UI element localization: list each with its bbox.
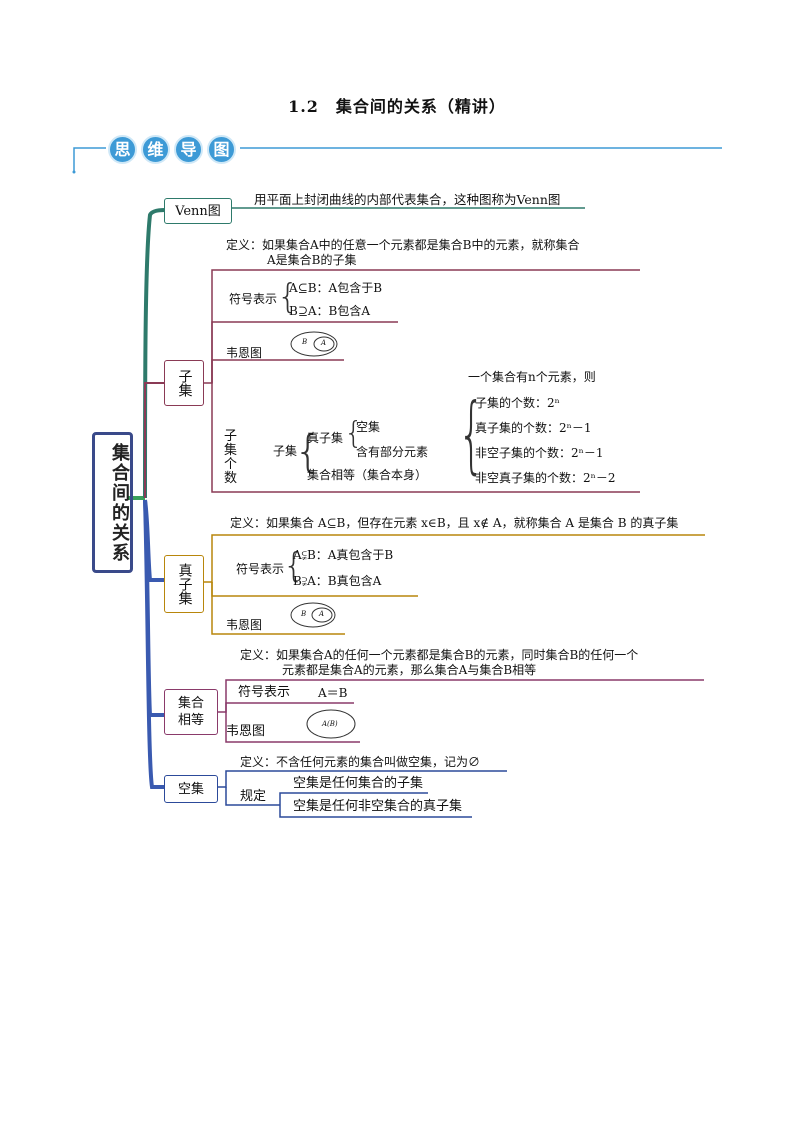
equal-definition-1: 定义：如果集合A的任何一个元素都是集合B的元素，同时集合B的任何一个 (240, 648, 639, 662)
equal-venn-diagram (306, 709, 356, 739)
brace: { (277, 277, 299, 317)
equal-symbol-label: 符号表示 (238, 685, 291, 700)
proper-definition: 定义：如果集合 A⊆B，但存在元素 x∈B，且 x∉ A，就称集合 A 是集合 … (230, 516, 679, 530)
empty-definition: 定义：不含任何元素的集合叫做空集，记为∅ (240, 755, 481, 769)
proper-venn-diagram (290, 602, 336, 628)
brace: { (294, 426, 322, 477)
count-header: 一个集合有n个元素，则 (468, 370, 596, 384)
proper-symbol-label: 符号表示 (236, 562, 285, 576)
proper-item-2: 含有部分元素 (356, 445, 429, 459)
equal-node: 集合相等 (164, 689, 218, 735)
empty-rule-1: 空集是任何集合的子集 (293, 776, 424, 791)
proper-node-label: 真子集 (176, 563, 193, 605)
banner-char-3: 导 (174, 135, 203, 164)
empty-rule-2: 空集是任何非空集合的真子集 (293, 799, 463, 814)
count-2: 真子集的个数：2ⁿ－1 (475, 421, 592, 435)
subset-definition-2: A是集合B的子集 (267, 253, 357, 267)
proper-symbol-1: A⫋B：A真包含于B (293, 548, 394, 562)
brace: { (458, 385, 485, 483)
venn-text: 用平面上封闭曲线的内部代表集合，这种图称为Venn图 (254, 192, 561, 207)
subset-venn-diagram (290, 331, 338, 357)
equal-venn-label: 韦恩图 (226, 724, 266, 739)
count-3: 非空子集的个数：2ⁿ－1 (475, 446, 604, 460)
equal-item: 集合相等（集合本身） (307, 468, 428, 482)
banner-char-1: 思 (108, 135, 137, 164)
subset-node: 子集 (164, 360, 204, 406)
proper-venn-inner: A (319, 610, 325, 618)
banner-char-4: 图 (207, 135, 236, 164)
equal-venn-inner: A(B) (322, 720, 338, 728)
count-1: 子集的个数：2ⁿ (475, 396, 560, 410)
proper-word: 真子集 (307, 431, 344, 445)
proper-venn-label: 韦恩图 (226, 618, 263, 632)
equal-node-label: 集合相等 (177, 696, 204, 728)
subset-symbol-label: 符号表示 (229, 292, 278, 306)
proper-symbol-2: B⫌A：B真包含A (293, 574, 382, 588)
empty-node: 空集 (164, 775, 218, 803)
brace: { (283, 546, 305, 586)
venn-node: Venn图 (164, 198, 232, 224)
subset-count-label: 子集个数 (224, 429, 238, 486)
subset-symbol-1: A⊆B：A包含于B (289, 281, 383, 295)
equal-symbol: A＝B (318, 686, 348, 700)
proper-node: 真子集 (164, 555, 204, 613)
equal-definition-2: 元素都是集合A的元素，那么集合A与集合B相等 (282, 663, 537, 677)
root-node: 集合间的关系 (92, 432, 133, 573)
banner-char-2: 维 (141, 135, 170, 164)
subset-venn-label: 韦恩图 (226, 346, 263, 360)
subset-symbol-2: B⊇A：B包含A (289, 304, 371, 318)
brace: { (344, 416, 364, 451)
subset-venn-inner: A (321, 339, 327, 347)
proper-venn-outer: B (301, 610, 307, 618)
page-title: 1.2 集合间的关系（精讲） (288, 97, 506, 116)
subset-node-label: 子集 (176, 369, 193, 397)
count-4: 非空真子集的个数：2ⁿ－2 (475, 471, 616, 485)
subset-definition-1: 定义：如果集合A中的任意一个元素都是集合B中的元素，就称集合 (226, 238, 580, 252)
subset-word: 子集 (273, 444, 298, 458)
proper-item-1: 空集 (356, 420, 381, 434)
empty-rule-label: 规定 (240, 789, 267, 804)
subset-venn-outer: B (302, 338, 308, 346)
